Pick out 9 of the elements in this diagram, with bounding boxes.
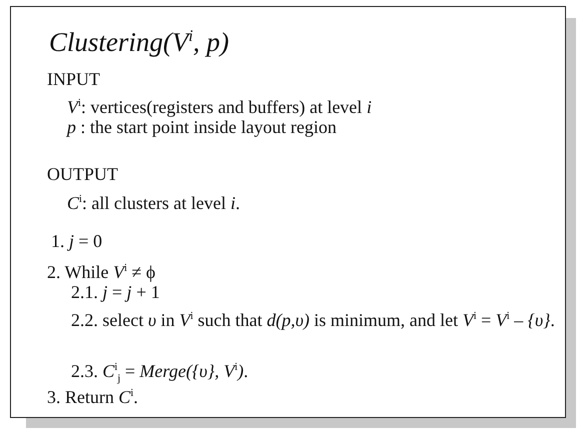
algorithm-step: 2.3. C$^{i}$$_{j}$ = Merge({υ}, V$^{i}$). bbox=[71, 355, 248, 391]
section-heading: OUTPUT bbox=[47, 163, 118, 186]
algorithm-step: 2.2. select υ in V$^{i}$ such that d(p,υ) is minimum, and let V$^{i}$ = V$^{i}$ – {υ}. bbox=[71, 304, 571, 332]
parameter-description: p : the start point inside layout region bbox=[67, 117, 336, 139]
algorithm-title: Clustering(V$^{i}$, p) bbox=[49, 27, 230, 58]
algorithm-step: 1. j = 0 bbox=[51, 229, 102, 253]
parameter-description: C$^{i}$: all clusters at level i. bbox=[67, 192, 240, 215]
parameter-description: V$^{i}$: vertices(registers and buffers) at level i bbox=[67, 96, 372, 119]
section-heading: INPUT bbox=[47, 68, 100, 91]
